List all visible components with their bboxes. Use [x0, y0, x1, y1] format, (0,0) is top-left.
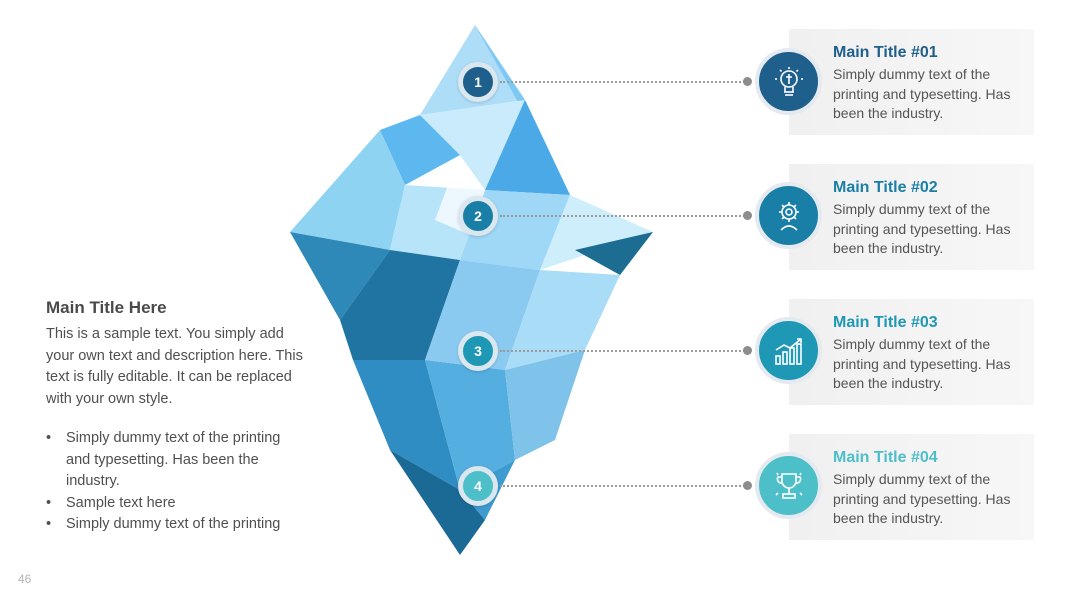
step-marker-4: 4: [458, 466, 498, 506]
main-title: Main Title Here: [46, 298, 167, 317]
card-title-3: Main Title #03: [833, 314, 938, 331]
badge-4: [755, 452, 822, 519]
connector-dot: [743, 77, 752, 86]
connector-line: [500, 81, 748, 83]
trophy-icon: [774, 472, 803, 499]
connector-line: [500, 485, 748, 487]
growth-chart-icon: [774, 337, 802, 365]
info-card-2: [789, 164, 1034, 270]
info-card-4: [789, 434, 1034, 540]
info-card-1: [789, 29, 1034, 135]
card-text-1: Simply dummy text of the printing and ty…: [833, 66, 1011, 121]
connector-dot: [743, 346, 752, 355]
bullet-item: Simply dummy text of the printing and ty…: [46, 428, 306, 493]
lightbulb-icon: [774, 66, 803, 96]
gear-person-icon: [778, 201, 799, 231]
badge-3: [755, 317, 822, 384]
badge-1: [755, 48, 822, 115]
badge-2: [755, 182, 822, 249]
info-card-3: [789, 299, 1034, 405]
connector-dot: [743, 211, 752, 220]
card-title-1: Main Title #01: [833, 44, 938, 61]
step-marker-3: 3: [458, 331, 498, 371]
connector-dot: [743, 481, 752, 490]
bullet-item: Sample text here: [46, 493, 306, 515]
card-text-3: Simply dummy text of the printing and ty…: [833, 336, 1011, 391]
main-description: This is a sample text. You simply add yo…: [46, 326, 303, 407]
step-marker-2: 2: [458, 196, 498, 236]
card-text-2: Simply dummy text of the printing and ty…: [833, 201, 1011, 256]
card-title-4: Main Title #04: [833, 449, 938, 466]
bullet-list: Simply dummy text of the printing and ty…: [46, 428, 306, 536]
intro-block: Main Title Here This is a sample text. Y…: [46, 298, 306, 536]
page-number: 46: [18, 572, 32, 586]
card-text-4: Simply dummy text of the printing and ty…: [833, 471, 1011, 526]
step-marker-1: 1: [458, 62, 498, 102]
card-title-2: Main Title #02: [833, 179, 938, 196]
bullet-item: Simply dummy text of the printing: [46, 514, 306, 536]
connector-line: [500, 215, 748, 217]
connector-line: [500, 350, 748, 352]
